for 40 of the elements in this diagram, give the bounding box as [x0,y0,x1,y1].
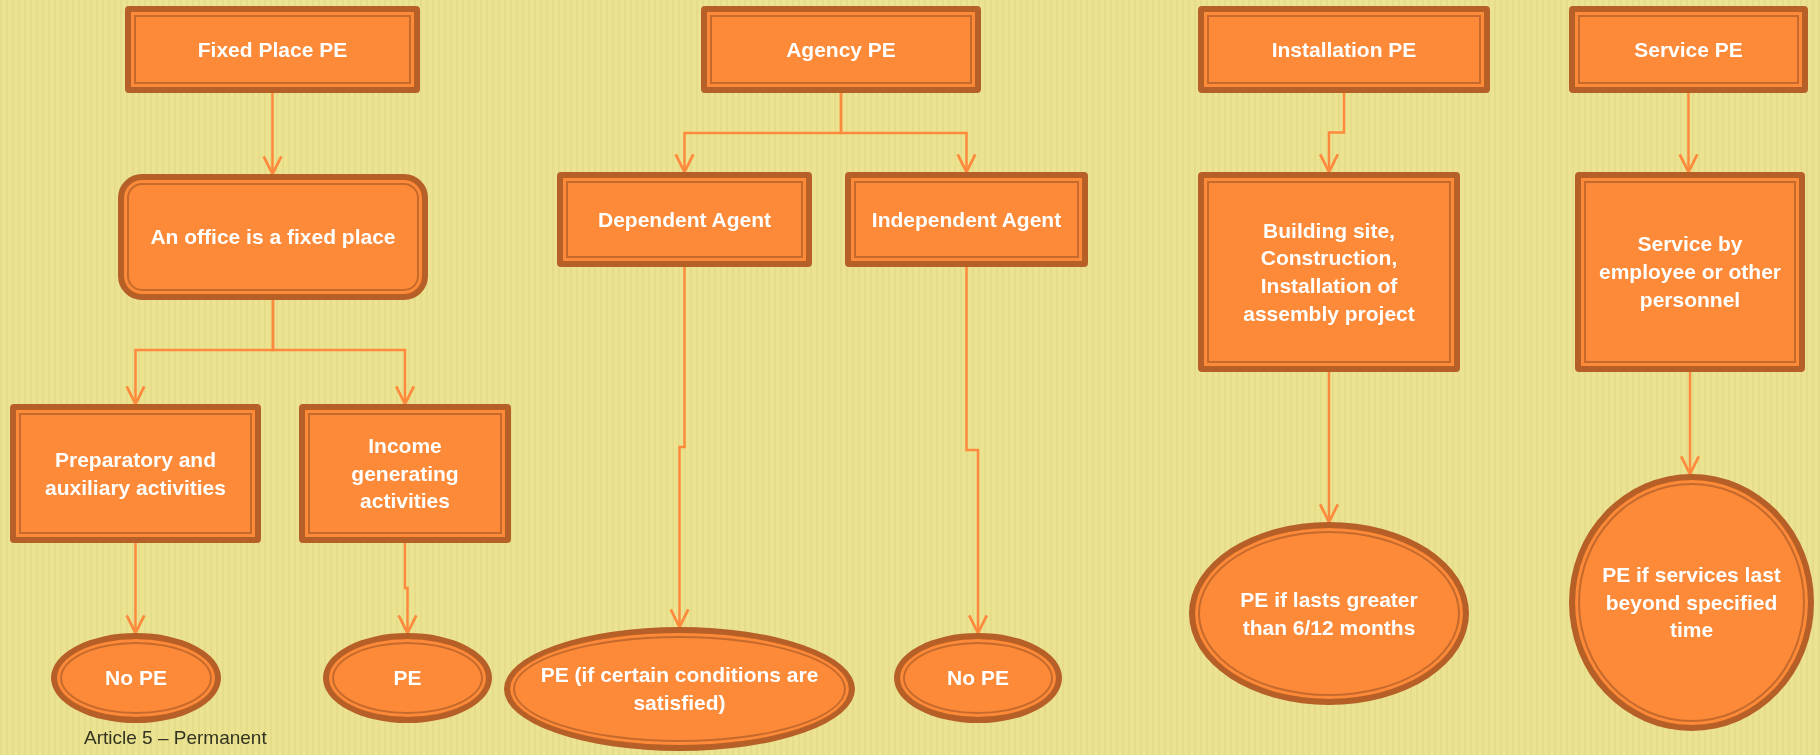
node-label: No PE [105,665,167,692]
node-label: Service by employee or other personnel [1597,231,1783,313]
arrow [1678,93,1699,174]
node-label: PE [393,665,422,692]
arrow [1679,372,1701,476]
node-label: Building site, Construction, Installation of assembly project [1242,217,1416,327]
node-label: An office is a fixed place [150,224,396,251]
process-box [299,404,511,543]
arrow [262,93,283,176]
process-box [557,172,812,267]
arrow [965,267,989,635]
arrow [839,93,977,174]
node-label: Service PE [1634,36,1743,63]
process-box [1198,6,1490,93]
arrow [1318,372,1340,524]
process-box [1198,172,1460,372]
process-box [10,404,261,543]
node-label: Income generating activities [350,432,460,515]
arrow [669,267,690,629]
arrow [397,543,418,635]
arrow [125,543,146,635]
node-label: Installation PE [1271,36,1417,63]
footnote: Article 5 – Permanent [84,727,267,749]
process-box [125,6,420,93]
arrow [1318,93,1346,174]
node-label: Preparatory and auxiliary activities [44,446,227,501]
arrow [271,300,416,406]
process-box [1575,172,1805,372]
process-box [845,172,1088,267]
node-label: No PE [947,665,1009,692]
node-label: PE (if certain conditions are satisfied) [539,662,820,716]
process-box [1569,6,1808,93]
node-label: Agency PE [786,36,896,63]
node-label: PE if services last beyond specified time [1601,561,1782,644]
node-label: Dependent Agent [597,206,772,233]
node-label: Fixed Place PE [197,36,348,63]
process-box [701,6,981,93]
process-box [118,174,428,300]
node-label: PE if lasts greater than 6/12 months [1239,586,1419,641]
node-label: Independent Agent [871,206,1062,233]
